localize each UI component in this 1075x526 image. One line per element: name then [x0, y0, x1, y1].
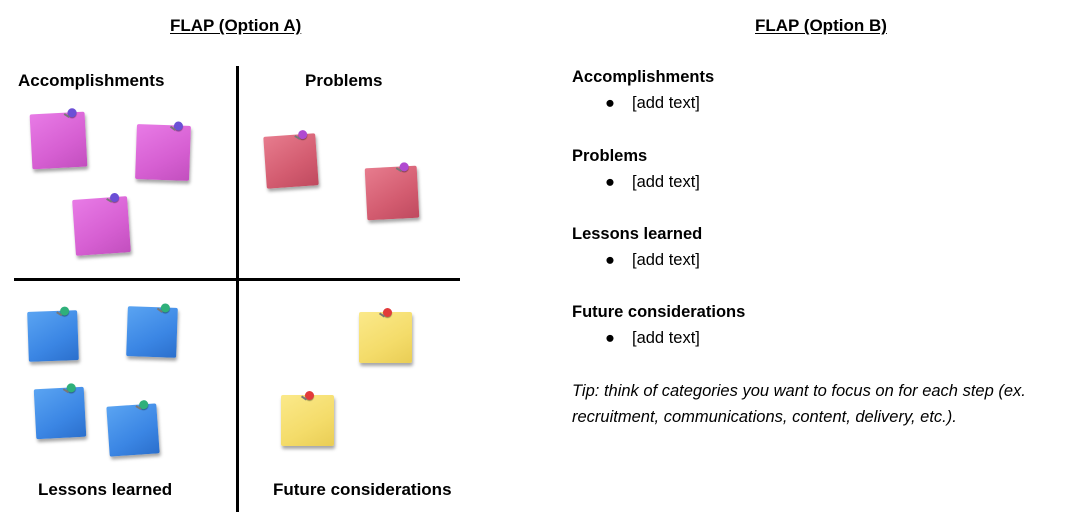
list-item: ● [add text] [605, 329, 700, 348]
bullet-icon: ● [605, 251, 615, 269]
quadrant-label-problems: Problems [305, 71, 383, 90]
quadrant-label-accomplishments: Accomplishments [18, 71, 165, 90]
option-b-heading: FLAP (Option B) [755, 16, 887, 35]
tip-text: Tip: think of categories you want to foc… [572, 382, 1026, 426]
option-a-heading: FLAP (Option A) [170, 16, 302, 35]
section-title-problems: Problems [572, 147, 648, 165]
bullet-icon: ● [605, 329, 615, 347]
sticky-note-future [281, 391, 334, 446]
sticky-note-lessons [33, 383, 87, 440]
section-title-lessons: Lessons learned [572, 225, 703, 243]
sticky-note-problems [263, 129, 319, 189]
sticky-note-accomplishments [29, 108, 88, 170]
quadrant-label-future: Future considerations [273, 480, 452, 499]
sticky-note-problems [364, 162, 420, 221]
bullet-icon: ● [605, 173, 615, 191]
sticky-note-accomplishments [72, 192, 131, 256]
sticky-note-accomplishments [135, 121, 191, 181]
section-title-accomplishments: Accomplishments [572, 68, 715, 86]
pushpin-icon [305, 391, 314, 400]
section-title-future: Future considerations [572, 303, 746, 321]
quadrant-divider-vertical [236, 66, 239, 512]
list-item-text: [add text] [632, 251, 700, 269]
sticky-note-lessons [106, 399, 160, 457]
list-item-text: [add text] [632, 94, 700, 112]
list-item-text: [add text] [632, 329, 700, 347]
list-item: ● [add text] [605, 94, 700, 113]
quadrant-divider-horizontal [14, 278, 460, 281]
list-item-text: [add text] [632, 173, 700, 191]
bullet-icon: ● [605, 94, 615, 112]
sticky-note-lessons [27, 306, 79, 362]
quadrant-label-lessons: Lessons learned [38, 480, 173, 499]
sticky-note-future [359, 308, 412, 363]
pushpin-icon [383, 308, 392, 317]
sticky-note-lessons [126, 303, 178, 358]
list-item: ● [add text] [605, 251, 700, 270]
list-item: ● [add text] [605, 173, 700, 192]
